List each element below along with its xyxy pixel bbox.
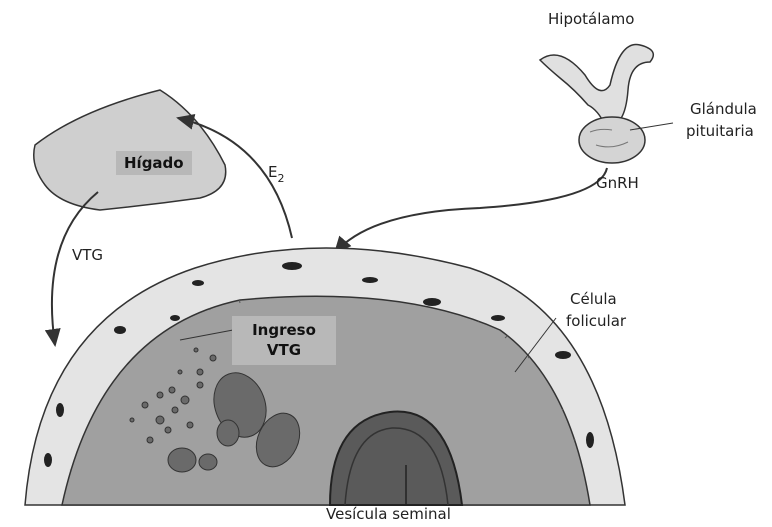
hypothalamus-shape — [540, 45, 653, 126]
vtg-arrow — [52, 192, 98, 345]
uptake-label: Ingreso VTG — [232, 316, 336, 365]
e2-label: E2 — [268, 163, 284, 181]
pituitary-gland-shape — [579, 117, 645, 163]
e2-subscript: 2 — [277, 172, 284, 185]
uptake-label-line2: VTG — [237, 340, 331, 360]
gnrh-label: GnRH — [596, 174, 639, 192]
liver-shape — [34, 90, 226, 210]
gnrh-arrow — [335, 168, 607, 253]
follicle-cell-label-line1: Célula — [570, 290, 617, 308]
liver-label: Hígado — [116, 151, 192, 175]
pituitary-label-line2: pituitaria — [686, 122, 754, 140]
uptake-label-line1: Ingreso — [237, 320, 331, 340]
seminal-vesicle-label: Vesícula seminal — [326, 505, 451, 523]
pituitary-label-line1: Glándula — [690, 100, 757, 118]
follicle-cell-label-line2: folicular — [566, 312, 626, 330]
vtg-label: VTG — [72, 246, 103, 264]
hypothalamus-label: Hipotálamo — [548, 10, 634, 28]
